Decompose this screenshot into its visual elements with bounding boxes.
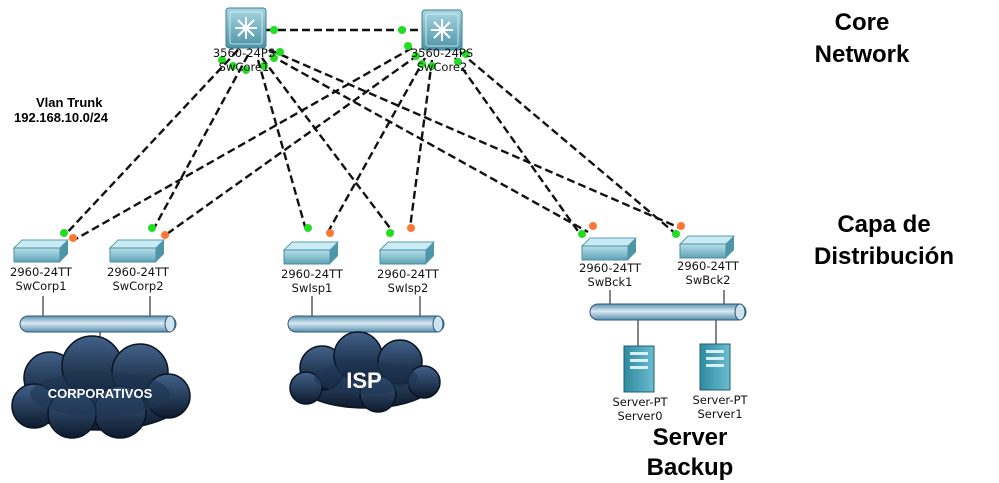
core-network-title-line2: Network <box>815 41 910 68</box>
vlan-trunk-label: Vlan Trunk <box>36 95 103 110</box>
bck2-name-label: SwBck2 <box>686 273 731 287</box>
switch-arrows-icon <box>235 17 257 39</box>
core2-model-label: 3560-24PS <box>411 46 473 60</box>
core1-name-label: SwCore1 <box>219 60 270 74</box>
isp1-name-label: SwIsp1 <box>292 281 333 295</box>
bck1-name-label: SwBck1 <box>588 275 633 289</box>
corp2-model-label: 2960-24TT <box>107 265 170 279</box>
core-switch-1[interactable] <box>225 7 267 49</box>
trunk-links <box>63 28 681 242</box>
bck2-model-label: 2960-24TT <box>677 259 740 273</box>
access-switch-isp2[interactable] <box>378 241 436 265</box>
server-backup-title-line2: Backup <box>647 454 734 481</box>
cloud-isp-label: ISP <box>346 368 381 393</box>
server0-model-label: Server-PT <box>612 395 668 409</box>
access-switch-corp2[interactable] <box>108 239 166 263</box>
link-status-dots <box>60 26 685 242</box>
corp1-name-label: SwCorp1 <box>15 279 66 293</box>
access-switch-isp1[interactable] <box>282 241 340 265</box>
distribution-title-line1: Capa de <box>837 211 930 238</box>
server0-name-label: Server0 <box>617 409 662 423</box>
switch-arrows-icon <box>431 19 453 41</box>
link-core2-isp1 <box>326 57 427 233</box>
link-core2-corp1 <box>73 46 413 242</box>
link-core1-corp2 <box>150 54 250 233</box>
cloud-corporativos[interactable]: CORPORATIVOS <box>11 335 191 439</box>
server-1[interactable] <box>699 343 731 391</box>
bck1-model-label: 2960-24TT <box>579 261 642 275</box>
link-core2-isp2 <box>408 59 434 229</box>
access-switch-bck2[interactable] <box>678 235 736 259</box>
isp1-model-label: 2960-24TT <box>281 267 344 281</box>
core-network-title-line1: Core <box>835 9 890 36</box>
link-core1-corp1 <box>63 49 239 237</box>
link-core2-bck1 <box>454 57 581 235</box>
isp2-model-label: 2960-24TT <box>377 267 440 281</box>
bus-isp <box>287 296 445 348</box>
server-backup-title-line1: Server <box>653 424 728 451</box>
access-switch-bck1[interactable] <box>580 237 638 261</box>
distribution-title-line2: Distribución <box>814 243 954 270</box>
bus-backup <box>589 290 747 346</box>
core2-name-label: SwCore2 <box>417 60 468 74</box>
link-core1-isp2 <box>261 57 394 233</box>
link-core2-corp2 <box>163 54 419 237</box>
cloud-isp[interactable]: ISP <box>289 331 441 413</box>
access-switch-corp1[interactable] <box>12 239 70 263</box>
corp1-model-label: 2960-24TT <box>10 265 73 279</box>
link-core2-bck2 <box>459 51 677 235</box>
server1-model-label: Server-PT <box>692 393 748 407</box>
vlan-subnet-label: 192.168.10.0/24 <box>14 110 109 125</box>
corp2-name-label: SwCorp2 <box>112 279 163 293</box>
isp2-name-label: SwIsp2 <box>388 281 429 295</box>
link-core1-bck1 <box>269 53 589 234</box>
server-0[interactable] <box>623 345 655 393</box>
cloud-corporativos-label: CORPORATIVOS <box>48 386 153 401</box>
server1-name-label: Server1 <box>697 407 742 421</box>
bus-corporativos <box>19 296 177 350</box>
core1-model-label: 3560-24PS <box>213 46 275 60</box>
link-core1-isp1 <box>256 59 308 231</box>
link-core1-bck2 <box>269 48 681 230</box>
core-switch-2[interactable] <box>421 9 463 51</box>
